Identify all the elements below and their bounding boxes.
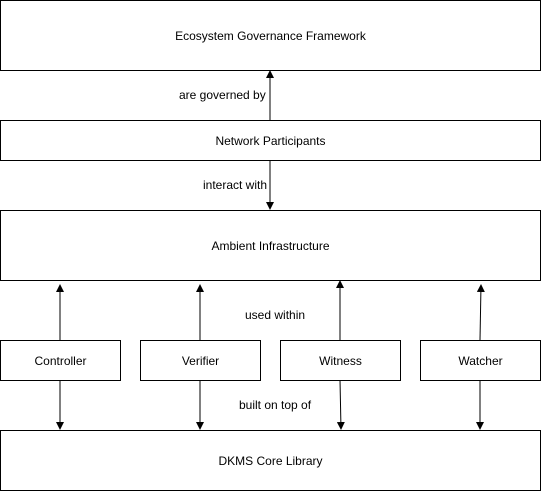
node-dkms-core-library[interactable]: DKMS Core Library (0, 430, 541, 491)
arrow-witness-to-core (336, 379, 345, 430)
node-label: Ecosystem Governance Framework (175, 28, 366, 43)
node-verifier[interactable]: Verifier (140, 340, 261, 381)
edge-label-built-on-top-of: built on top of (239, 398, 312, 412)
node-witness[interactable]: Witness (280, 340, 401, 381)
node-label: Witness (319, 353, 362, 368)
node-ecosystem-governance-framework[interactable]: Ecosystem Governance Framework (0, 0, 541, 71)
node-ambient-infrastructure[interactable]: Ambient Infrastructure (0, 210, 541, 281)
node-label: Ambient Infrastructure (211, 238, 330, 253)
node-label: DKMS Core Library (218, 453, 323, 468)
node-network-participants[interactable]: Network Participants (0, 120, 541, 161)
edge-label-interact-with: interact with (203, 178, 268, 192)
node-watcher[interactable]: Watcher (420, 340, 541, 381)
edge-label-governed-by: are governed by (179, 88, 266, 102)
node-controller[interactable]: Controller (0, 340, 121, 381)
arrow-watcher-to-ambient (476, 284, 485, 341)
node-label: Verifier (181, 353, 220, 368)
edge-label-used-within: used within (245, 308, 306, 322)
node-label: Network Participants (215, 133, 326, 148)
node-label: Controller (34, 353, 87, 368)
node-label: Watcher (458, 353, 503, 368)
